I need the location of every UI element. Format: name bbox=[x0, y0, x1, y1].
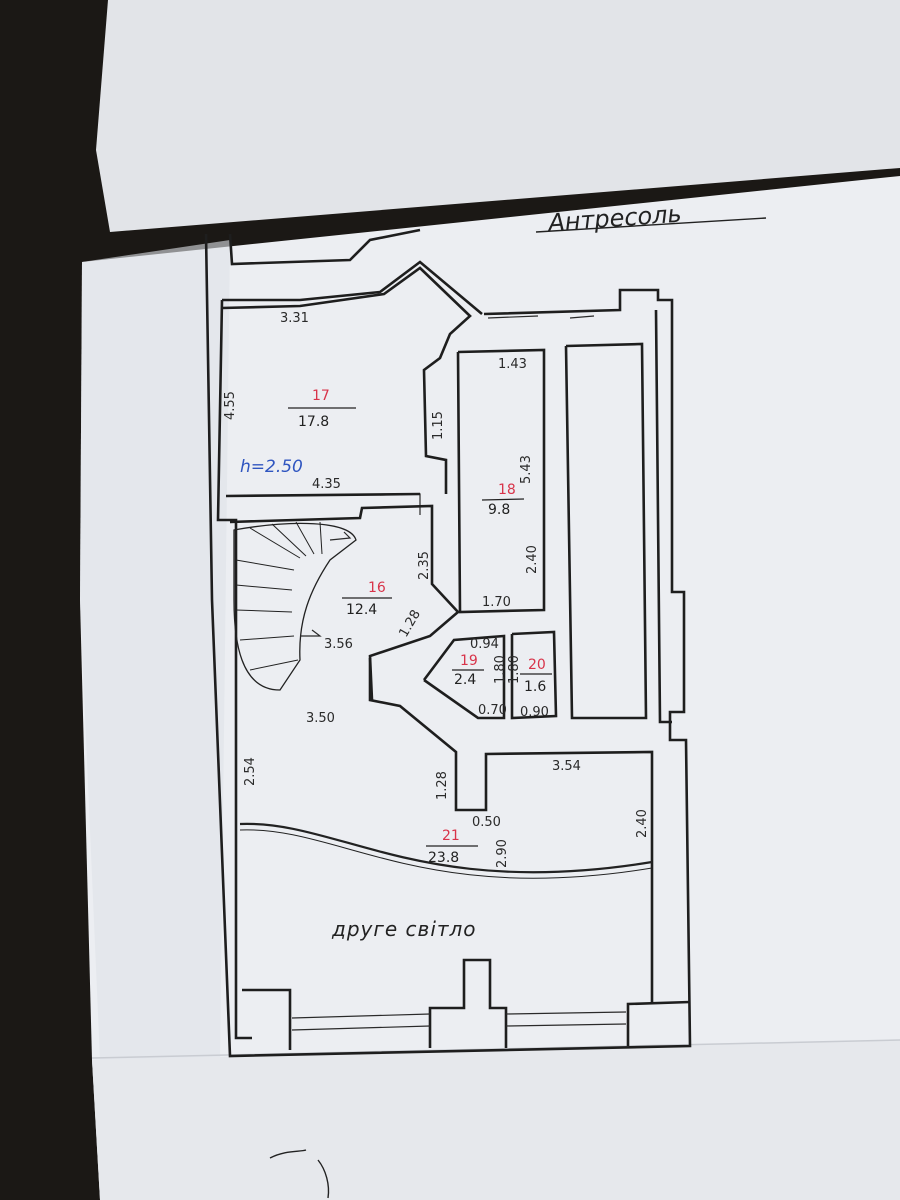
room-21-area: 23.8 bbox=[428, 850, 459, 866]
svg-text:1.43: 1.43 bbox=[498, 357, 527, 372]
pen-mark bbox=[269, 1149, 330, 1199]
svg-text:0.50: 0.50 bbox=[472, 815, 501, 830]
room-17-number: 17 bbox=[312, 388, 330, 404]
svg-text:4.55: 4.55 bbox=[223, 391, 238, 420]
folded-flap bbox=[96, 0, 900, 232]
room-20-number: 20 bbox=[528, 657, 546, 673]
room-17-bottom-wall bbox=[225, 492, 421, 498]
room-16-area: 12.4 bbox=[346, 602, 377, 618]
room-18-area: 9.8 bbox=[488, 502, 510, 518]
svg-text:5.43: 5.43 bbox=[519, 455, 534, 484]
svg-text:0.90: 0.90 bbox=[520, 705, 549, 720]
svg-text:1.70: 1.70 bbox=[482, 595, 511, 610]
room-19-label: 19 2.4 bbox=[452, 653, 484, 688]
svg-text:3.50: 3.50 bbox=[306, 711, 335, 726]
room-16-label: 16 12.4 bbox=[342, 580, 392, 618]
room-19-number: 19 bbox=[460, 653, 478, 669]
bottom-windows bbox=[242, 958, 691, 1050]
svg-text:1.15: 1.15 bbox=[431, 411, 446, 440]
dimension-labels: 3.31 4.55 1.15 4.35 1.43 5.43 2.40 1.70 … bbox=[223, 311, 650, 868]
svg-text:3.54: 3.54 bbox=[552, 759, 581, 774]
room-21-label: 21 23.8 bbox=[426, 828, 478, 866]
room-19-walls bbox=[422, 634, 506, 720]
stair-treads bbox=[235, 521, 323, 671]
svg-text:3.56: 3.56 bbox=[324, 637, 353, 652]
room-20-area: 1.6 bbox=[524, 679, 546, 695]
svg-text:2.35: 2.35 bbox=[417, 551, 432, 580]
room-17-walls bbox=[221, 266, 472, 494]
svg-text:0.70: 0.70 bbox=[478, 703, 507, 718]
window-18a bbox=[487, 315, 539, 319]
ceiling-height-note: h=2.50 bbox=[240, 457, 303, 477]
window-18b bbox=[569, 315, 595, 319]
paper-shadow bbox=[80, 240, 230, 1060]
svg-text:1.80: 1.80 bbox=[493, 655, 508, 684]
room-21-number: 21 bbox=[442, 828, 460, 844]
stair-arrow-2 bbox=[329, 531, 352, 541]
svg-text:0.94: 0.94 bbox=[470, 637, 499, 652]
corridor-strip bbox=[564, 342, 648, 720]
svg-text:2.40: 2.40 bbox=[635, 809, 650, 838]
paper-lower bbox=[92, 1040, 900, 1200]
hall-walls bbox=[368, 658, 654, 1004]
room-16-number: 16 bbox=[368, 580, 386, 596]
svg-text:3.31: 3.31 bbox=[280, 311, 309, 326]
outer-walls bbox=[204, 228, 692, 1058]
room-18-label: 18 9.8 bbox=[481, 482, 525, 518]
svg-text:2.54: 2.54 bbox=[243, 757, 258, 786]
title-underline bbox=[535, 217, 767, 233]
spiral-stair bbox=[233, 522, 357, 691]
second-light-label: друге світло bbox=[331, 917, 477, 941]
room-20-walls bbox=[510, 630, 558, 720]
room-18-walls bbox=[456, 348, 546, 614]
svg-text:4.35: 4.35 bbox=[312, 477, 341, 492]
room-17-label: 17 17.8 bbox=[288, 388, 356, 430]
stair-arrow bbox=[300, 629, 322, 637]
room-16-walls bbox=[229, 504, 460, 701]
svg-text:1.28: 1.28 bbox=[435, 771, 450, 800]
svg-text:1.80: 1.80 bbox=[507, 655, 522, 684]
room-17-area: 17.8 bbox=[298, 414, 329, 430]
room-19-area: 2.4 bbox=[454, 672, 476, 688]
second-light-curve-inner bbox=[239, 829, 653, 879]
svg-text:2.90: 2.90 bbox=[495, 839, 510, 868]
second-light-curve bbox=[239, 822, 653, 874]
svg-text:2.40: 2.40 bbox=[525, 545, 540, 574]
room-20-label: 20 1.6 bbox=[520, 657, 552, 695]
paper-sheet bbox=[80, 176, 900, 1200]
room-18-number: 18 bbox=[498, 482, 516, 498]
